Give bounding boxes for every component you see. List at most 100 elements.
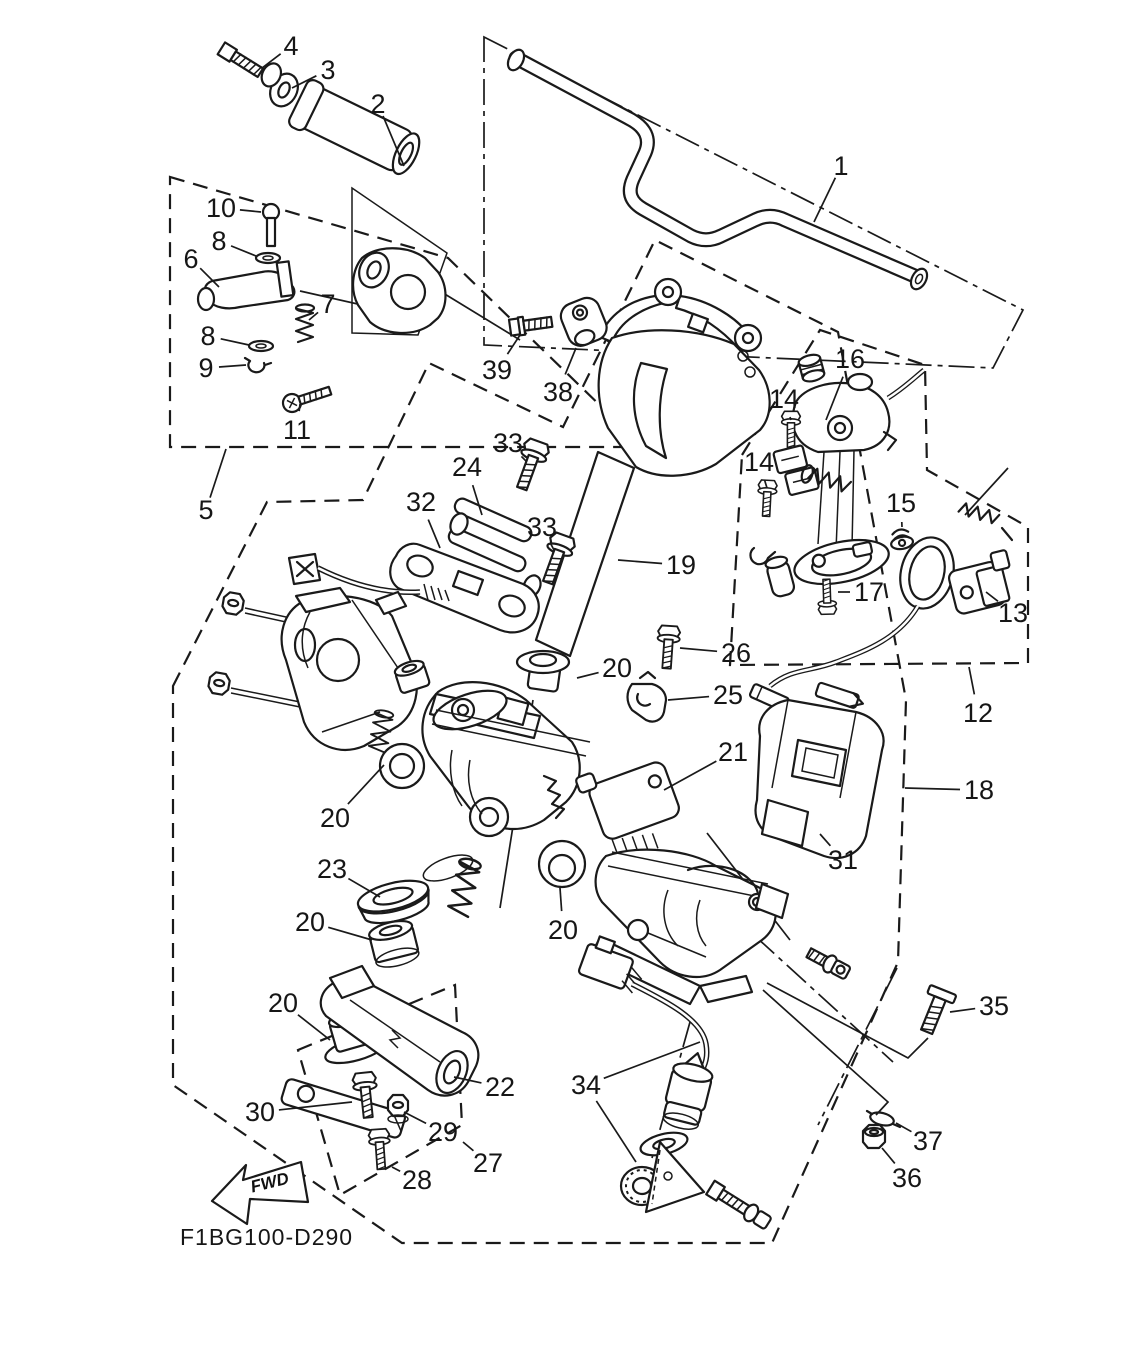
callout-leader bbox=[297, 1014, 331, 1041]
grommet-15 bbox=[890, 528, 915, 551]
part-number-label: 5 bbox=[198, 495, 213, 525]
callout-leader bbox=[819, 833, 832, 847]
callout-leader bbox=[261, 53, 282, 69]
callout-13: 13 bbox=[985, 591, 1028, 628]
part-number-label: 28 bbox=[402, 1165, 432, 1195]
handle-clamp-38 bbox=[507, 296, 608, 347]
callout-28: 28 bbox=[391, 1165, 432, 1195]
part-number-label: 25 bbox=[713, 680, 743, 710]
part-number-label: 34 bbox=[571, 1070, 601, 1100]
callout-leader bbox=[603, 1041, 701, 1080]
part-number-label: 6 bbox=[183, 244, 198, 274]
callout-1: 1 bbox=[813, 151, 849, 223]
part-number-label: 10 bbox=[206, 193, 236, 223]
callout-39: 39 bbox=[482, 334, 521, 385]
callout-leader bbox=[218, 364, 247, 368]
callout-38: 38 bbox=[543, 347, 577, 407]
callout-16: 16 bbox=[825, 344, 865, 421]
part-number-label: 3 bbox=[320, 55, 335, 85]
callout-leader bbox=[949, 1007, 976, 1013]
lower-housing bbox=[588, 848, 851, 1006]
callout-35: 35 bbox=[949, 991, 1009, 1021]
clamp-25 bbox=[626, 682, 668, 723]
callout-leader bbox=[239, 209, 262, 213]
cover-31 bbox=[754, 698, 885, 860]
callout-3: 3 bbox=[291, 55, 336, 89]
callout-12: 12 bbox=[963, 666, 993, 728]
callout-leader bbox=[789, 416, 792, 421]
part-number-label: 31 bbox=[828, 845, 858, 875]
throttle-spring bbox=[800, 464, 853, 493]
callout-18: 18 bbox=[904, 775, 994, 805]
callout-8: 8 bbox=[200, 321, 250, 351]
part-number-label: 30 bbox=[245, 1097, 275, 1127]
lower-arm-group bbox=[280, 964, 480, 1171]
upper-mount-group bbox=[287, 436, 579, 634]
part-number-label: 17 bbox=[854, 577, 884, 607]
callout-6: 6 bbox=[183, 244, 220, 288]
spring-7 bbox=[294, 303, 316, 344]
callout-leader bbox=[230, 245, 257, 257]
washer-8b bbox=[247, 339, 275, 353]
part-number-label: 33 bbox=[493, 428, 523, 458]
callout-leader bbox=[667, 695, 710, 701]
part-number-label: 20 bbox=[320, 803, 350, 833]
callout-leader bbox=[391, 1166, 401, 1172]
callout-leader bbox=[298, 403, 301, 412]
ignition-cable-34 bbox=[577, 935, 772, 1230]
callout-leader bbox=[564, 347, 577, 375]
callout-22: 22 bbox=[453, 1072, 515, 1102]
bolt-35 bbox=[919, 984, 957, 1036]
grip-tube bbox=[288, 79, 421, 176]
callout-2: 2 bbox=[370, 89, 405, 167]
nut-36 bbox=[861, 1123, 887, 1150]
part-number-label: 27 bbox=[473, 1148, 503, 1178]
part-number-label: 15 bbox=[886, 488, 916, 518]
callout-leader bbox=[550, 543, 555, 551]
screw-39 bbox=[507, 315, 554, 337]
group-box-18 bbox=[171, 238, 908, 1245]
part-number-label: 39 bbox=[482, 355, 512, 385]
triangle-bracket bbox=[644, 1140, 706, 1214]
callout-leader bbox=[347, 877, 381, 898]
tilt-lever-group bbox=[196, 202, 333, 414]
part-number-label: 29 bbox=[428, 1117, 458, 1147]
callout-leader bbox=[506, 334, 521, 355]
grip-assembly bbox=[216, 41, 421, 176]
part-callouts: 1234567889101112131414151617181920202020… bbox=[183, 31, 1028, 1195]
callout-5: 5 bbox=[198, 448, 227, 525]
callout-30: 30 bbox=[245, 1097, 353, 1127]
callout-14: 14 bbox=[769, 384, 799, 421]
column-hardware bbox=[626, 624, 682, 723]
part-number-label: 24 bbox=[452, 452, 482, 482]
callout-20: 20 bbox=[295, 907, 373, 941]
callout-33: 33 bbox=[493, 428, 528, 463]
callout-leader bbox=[813, 177, 837, 223]
callout-leader bbox=[382, 115, 405, 167]
callout-31: 31 bbox=[819, 833, 858, 875]
fwd-arrow: FWD bbox=[210, 1160, 310, 1226]
part-number-label: 20 bbox=[602, 653, 632, 683]
callout-24: 24 bbox=[452, 452, 483, 516]
part-number-label: 13 bbox=[998, 598, 1028, 628]
callout-20: 20 bbox=[320, 764, 385, 833]
washer-8a bbox=[254, 251, 282, 265]
part-number-label: 16 bbox=[835, 344, 865, 374]
callout-20: 20 bbox=[268, 988, 331, 1041]
callout-leader bbox=[559, 887, 563, 912]
callout-leader bbox=[308, 311, 319, 321]
callout-14: 14 bbox=[744, 447, 774, 489]
part-number-label: 18 bbox=[964, 775, 994, 805]
part-number-label: 14 bbox=[769, 384, 799, 414]
plug-16 bbox=[797, 353, 826, 383]
callout-27: 27 bbox=[462, 1141, 503, 1178]
stop-switch-13 bbox=[947, 549, 1011, 615]
part-number-label: 19 bbox=[666, 550, 696, 580]
callout-10: 10 bbox=[206, 193, 262, 223]
callout-leader bbox=[209, 448, 227, 498]
lever-post bbox=[275, 260, 295, 298]
callout-leader bbox=[968, 666, 976, 695]
part-number-label: 9 bbox=[198, 353, 213, 383]
part-number-label: 20 bbox=[268, 988, 298, 1018]
